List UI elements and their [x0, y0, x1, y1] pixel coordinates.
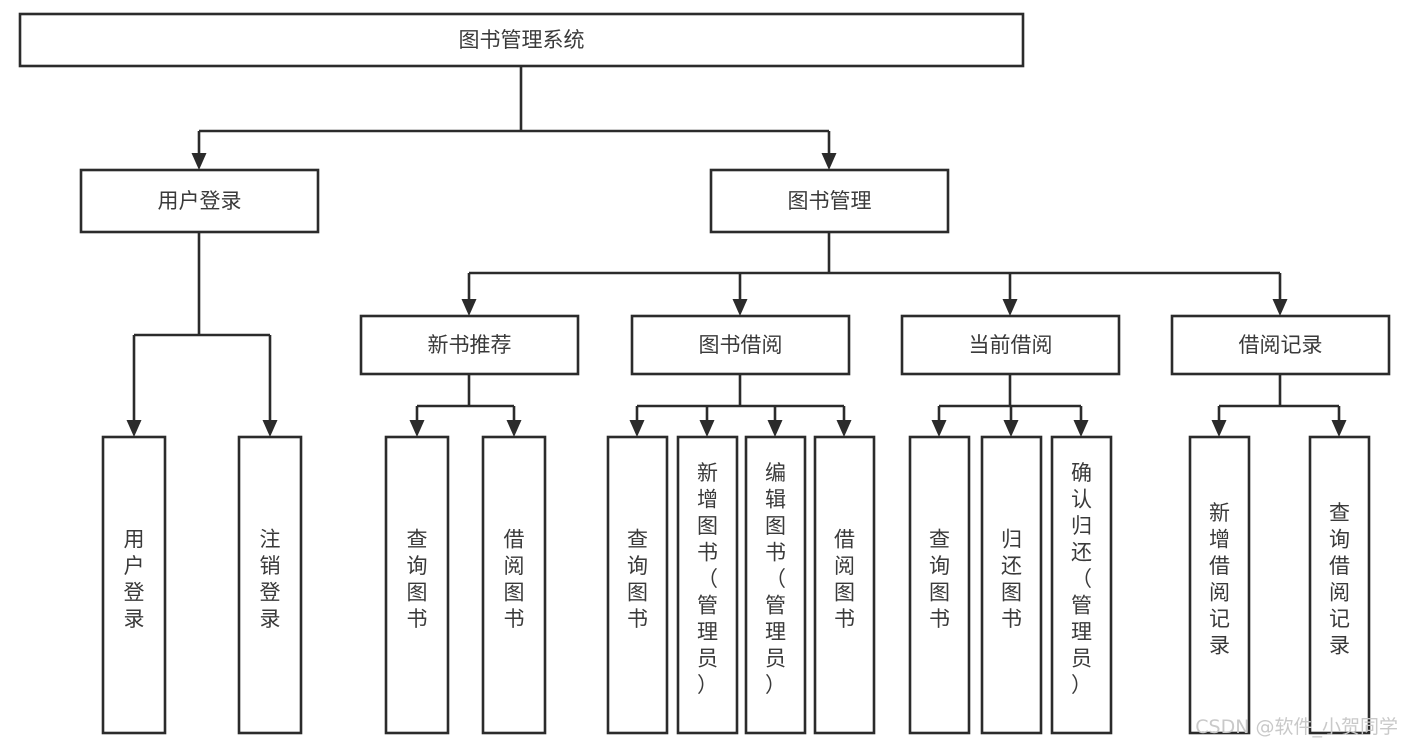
node-leaf-user-login[interactable]: 用户登录 — [101, 435, 167, 735]
node-leaf-confirm-return[interactable]: 确认归还（管理员） — [1050, 435, 1113, 735]
node-label: 编辑图书（管理员） — [765, 461, 786, 697]
arrow-head-icon — [629, 420, 645, 437]
arrow-head-icon — [506, 420, 522, 437]
node-label: 借阅图书 — [834, 527, 855, 631]
arrow-head-icon — [732, 299, 748, 316]
connector-record-to-leaves — [1211, 374, 1347, 437]
node-label: 用户登录 — [124, 527, 145, 631]
node-borrow-record[interactable]: 借阅记录 — [1170, 314, 1391, 376]
arrow-head-icon — [262, 420, 278, 437]
connector-root-to-level2 — [191, 66, 837, 170]
arrow-head-icon — [1331, 420, 1347, 437]
connector-bookmanage-to-level3 — [461, 232, 1288, 316]
node-box[interactable] — [908, 435, 971, 735]
diagram-nodes-group: 图书管理系统用户登录图书管理新书推荐图书借阅当前借阅借阅记录用户登录注销登录查询… — [18, 12, 1391, 735]
node-box[interactable] — [980, 435, 1043, 735]
connector-rec-to-leaves — [409, 374, 522, 437]
node-label: 注销登录 — [260, 527, 281, 631]
arrow-head-icon — [821, 153, 837, 170]
node-label: 确认归还（管理员） — [1071, 461, 1092, 697]
node-leaf-query-book-cb[interactable]: 查询图书 — [908, 435, 971, 735]
node-label: 查询借阅记录 — [1329, 501, 1350, 658]
node-box[interactable] — [481, 435, 547, 735]
arrow-head-icon — [191, 153, 207, 170]
node-box[interactable] — [1188, 435, 1251, 735]
node-user-login[interactable]: 用户登录 — [79, 168, 320, 234]
arrow-head-icon — [1002, 299, 1018, 316]
node-box[interactable] — [359, 314, 580, 376]
node-current-borrow[interactable]: 当前借阅 — [900, 314, 1121, 376]
node-label: 借阅图书 — [504, 527, 525, 631]
node-label: 新增借阅记录 — [1209, 501, 1230, 658]
node-label: 新增图书（管理员） — [697, 461, 718, 697]
node-root[interactable]: 图书管理系统 — [18, 12, 1025, 68]
node-label: 借阅记录 — [1239, 333, 1323, 357]
node-box[interactable] — [900, 314, 1121, 376]
node-leaf-borrow-book-bb[interactable]: 借阅图书 — [813, 435, 876, 735]
node-label: 查询图书 — [627, 527, 648, 631]
node-label: 图书管理 — [788, 189, 872, 213]
csdn-watermark: CSDN @软件_小贺同学 — [1195, 716, 1398, 738]
node-box[interactable] — [1050, 435, 1113, 735]
node-new-book-rec[interactable]: 新书推荐 — [359, 314, 580, 376]
arrow-head-icon — [1272, 299, 1288, 316]
node-label: 图书借阅 — [699, 333, 783, 357]
node-label: 图书管理系统 — [459, 28, 585, 52]
arrow-head-icon — [461, 299, 477, 316]
arrow-head-icon — [1073, 420, 1089, 437]
connector-login-to-leaves — [126, 232, 278, 437]
node-box[interactable] — [606, 435, 669, 735]
node-leaf-query-book-rec[interactable]: 查询图书 — [384, 435, 450, 735]
connector-edges-group — [126, 66, 1347, 437]
node-leaf-add-book[interactable]: 新增图书（管理员） — [676, 435, 739, 735]
connector-current-to-leaves — [931, 374, 1089, 437]
node-leaf-query-book-bb[interactable]: 查询图书 — [606, 435, 669, 735]
node-label: 归还图书 — [1001, 527, 1022, 631]
node-box[interactable] — [384, 435, 450, 735]
node-box[interactable] — [744, 435, 807, 735]
connector-borrow-to-leaves — [629, 374, 852, 437]
node-book-manage[interactable]: 图书管理 — [709, 168, 950, 234]
node-box[interactable] — [630, 314, 851, 376]
node-leaf-return-book[interactable]: 归还图书 — [980, 435, 1043, 735]
node-leaf-query-record[interactable]: 查询借阅记录 — [1308, 435, 1371, 735]
node-label: 查询图书 — [407, 527, 428, 631]
arrow-head-icon — [409, 420, 425, 437]
node-box[interactable] — [676, 435, 739, 735]
node-label: 用户登录 — [158, 189, 242, 213]
node-box[interactable] — [1170, 314, 1391, 376]
arrow-head-icon — [931, 420, 947, 437]
node-label: 新书推荐 — [428, 333, 512, 357]
arrow-head-icon — [699, 420, 715, 437]
arrow-head-icon — [126, 420, 142, 437]
arrow-head-icon — [836, 420, 852, 437]
arrow-head-icon — [1003, 420, 1019, 437]
node-label: 当前借阅 — [969, 333, 1053, 357]
node-box[interactable] — [237, 435, 303, 735]
node-box[interactable] — [79, 168, 320, 234]
node-label: 查询图书 — [929, 527, 950, 631]
node-leaf-add-record[interactable]: 新增借阅记录 — [1188, 435, 1251, 735]
arrow-head-icon — [767, 420, 783, 437]
node-box[interactable] — [18, 12, 1025, 68]
node-leaf-logout[interactable]: 注销登录 — [237, 435, 303, 735]
node-leaf-borrow-book-rec[interactable]: 借阅图书 — [481, 435, 547, 735]
node-box[interactable] — [813, 435, 876, 735]
node-box[interactable] — [709, 168, 950, 234]
node-book-borrow[interactable]: 图书借阅 — [630, 314, 851, 376]
arrow-head-icon — [1211, 420, 1227, 437]
node-box[interactable] — [1308, 435, 1371, 735]
node-box[interactable] — [101, 435, 167, 735]
node-leaf-edit-book[interactable]: 编辑图书（管理员） — [744, 435, 807, 735]
